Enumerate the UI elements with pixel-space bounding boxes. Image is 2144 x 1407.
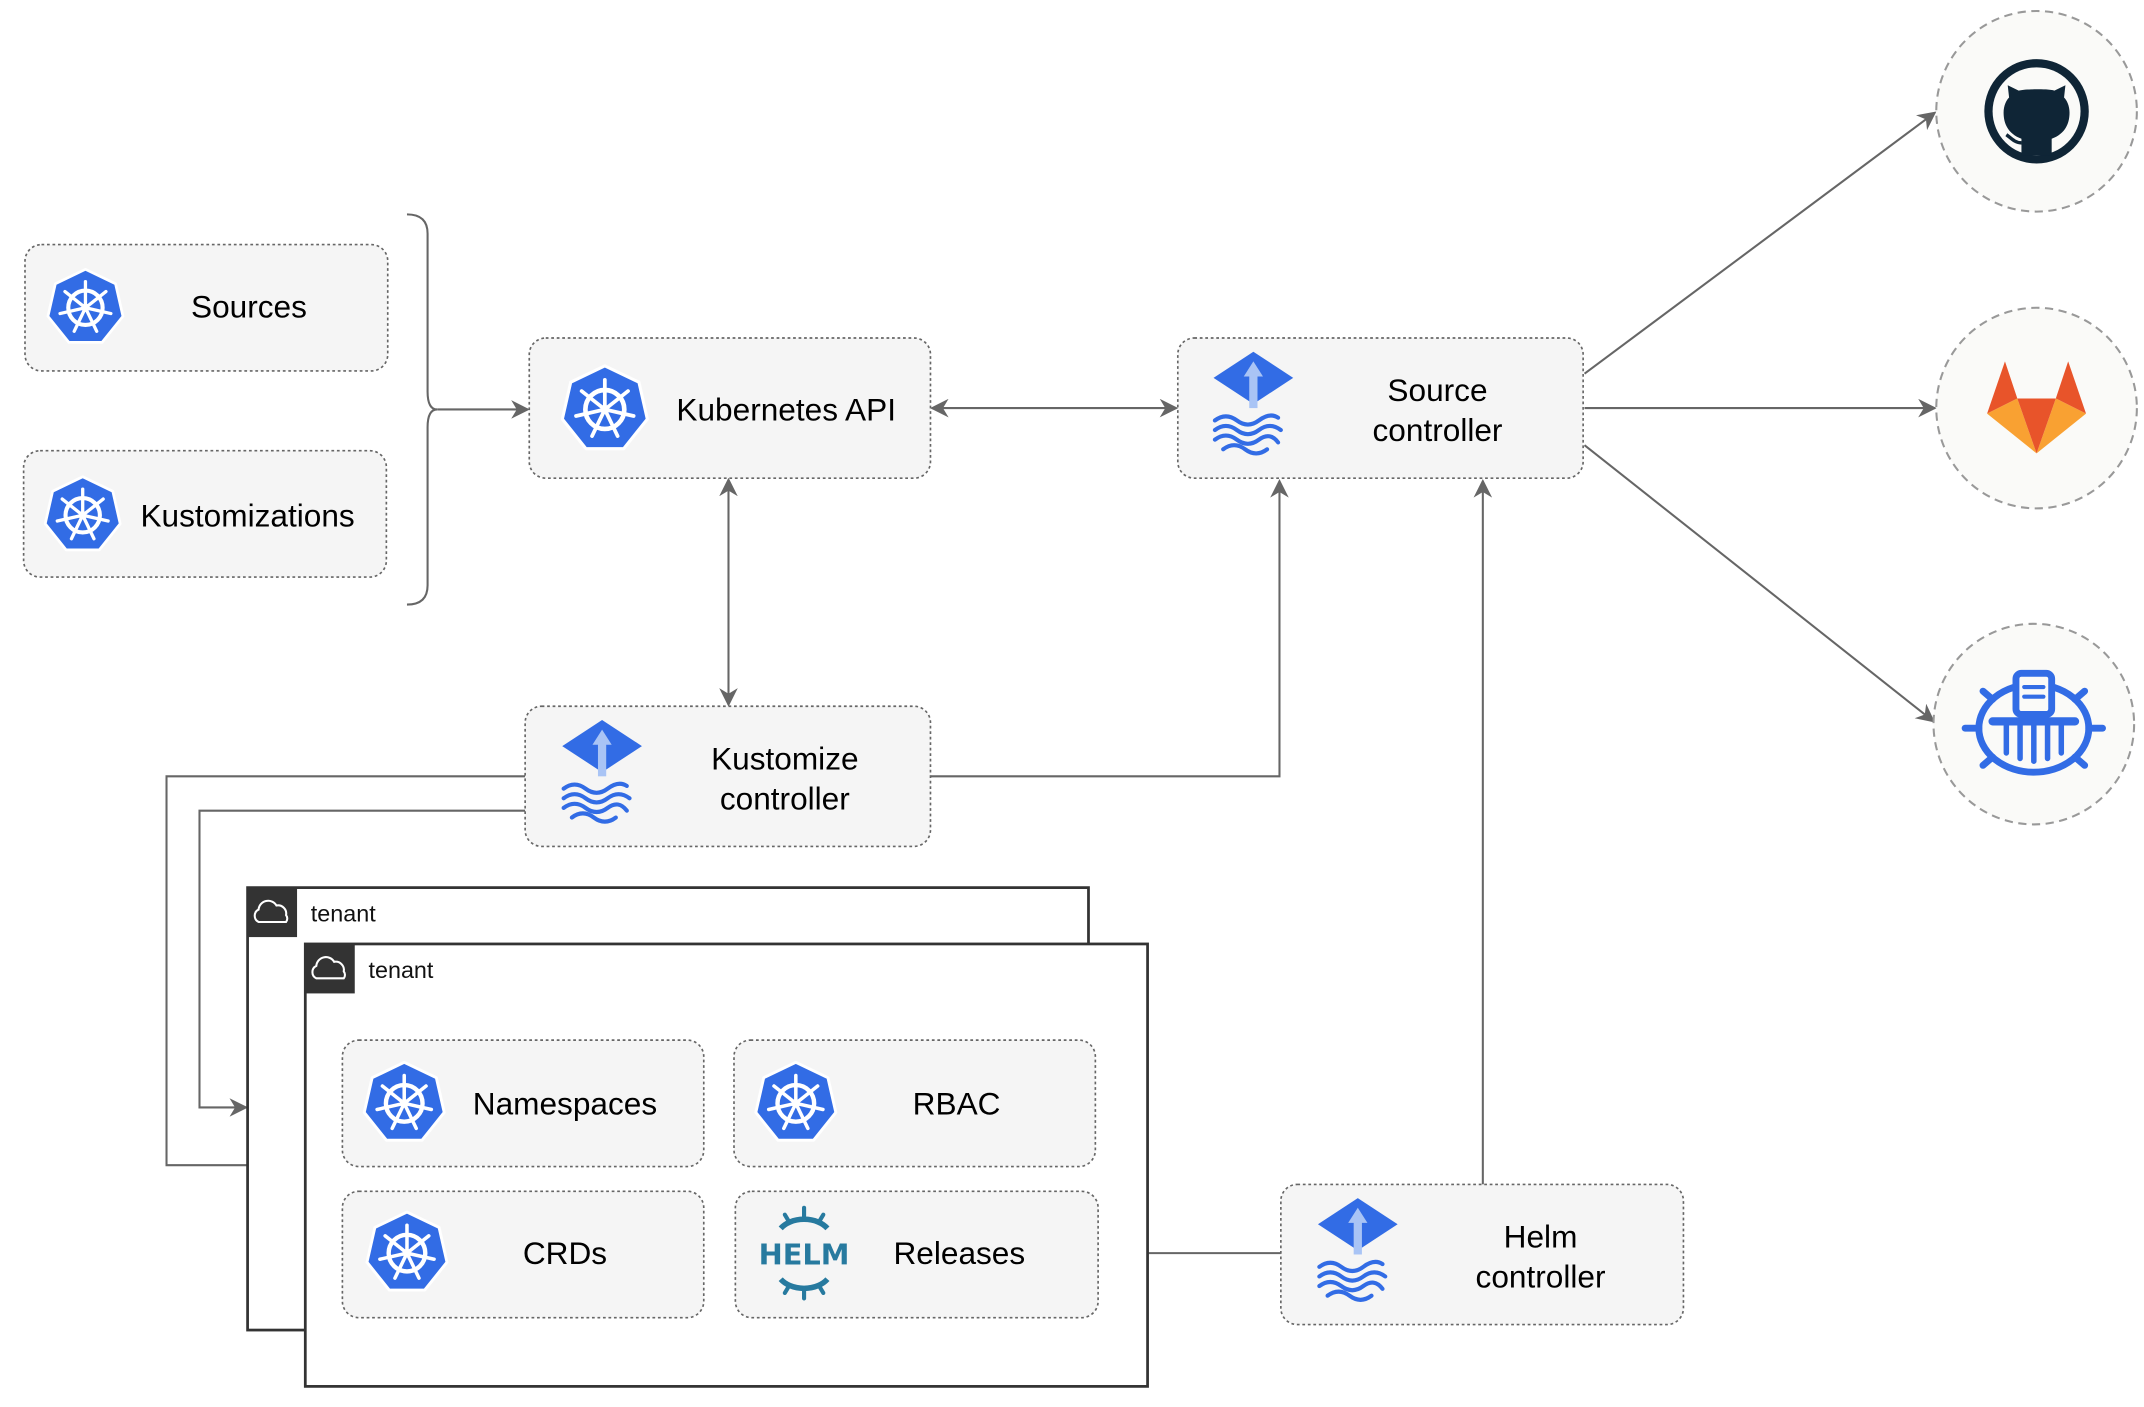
node-label-line2: controller <box>1476 1258 1606 1294</box>
node-kustomizations[interactable]: Kustomizations <box>22 449 388 578</box>
node-releases[interactable]: HELM Releases <box>734 1190 1099 1319</box>
edge-source-to-bucket <box>1583 444 1935 723</box>
node-label-line1: Kustomize <box>711 740 858 776</box>
external-github[interactable] <box>1935 9 2138 213</box>
node-label: RBAC <box>913 1085 1001 1121</box>
helm-icon: HELM <box>759 1205 850 1301</box>
node-label-line1: Helm <box>1504 1219 1578 1255</box>
node-label: Releases <box>893 1235 1025 1271</box>
svg-text:HELM: HELM <box>759 1237 850 1271</box>
github-icon <box>1984 59 2089 164</box>
node-label-line2: controller <box>720 780 850 816</box>
node-kustomize-controller[interactable]: Kustomize controller <box>524 705 932 848</box>
node-label: Namespaces <box>473 1085 657 1121</box>
node-kubernetes-api[interactable]: Kubernetes API <box>528 337 932 479</box>
node-label: CRDs <box>523 1235 607 1271</box>
node-crds[interactable]: CRDs <box>341 1190 705 1319</box>
external-bucket[interactable] <box>1932 622 2136 826</box>
node-label-line2: controller <box>1373 412 1503 448</box>
grouping-brace <box>406 213 438 606</box>
edge-kustomize-to-source-controller <box>930 479 1289 778</box>
bucket-icon <box>1961 669 2106 776</box>
edge-source-to-github <box>1583 111 1937 375</box>
node-label: Sources <box>191 288 307 324</box>
node-label-line1: Source <box>1387 372 1487 408</box>
tenant-label: tenant <box>311 901 376 927</box>
tenant-label: tenant <box>369 957 434 983</box>
node-helm-controller[interactable]: Helm controller <box>1280 1183 1685 1326</box>
external-gitlab[interactable] <box>1935 306 2138 510</box>
gitlab-icon <box>1987 361 2087 454</box>
node-namespaces[interactable]: Namespaces <box>341 1039 705 1168</box>
edge-kustomize-to-tenant-back <box>198 809 526 1117</box>
node-rbac[interactable]: RBAC <box>733 1039 1097 1168</box>
node-source-controller[interactable]: Source controller <box>1176 337 1584 479</box>
node-label: Kustomizations <box>140 497 354 533</box>
node-sources[interactable]: Sources <box>24 243 389 372</box>
node-label: Kubernetes API <box>676 391 896 427</box>
edge-kustomize-to-tenant-front <box>165 775 526 1175</box>
